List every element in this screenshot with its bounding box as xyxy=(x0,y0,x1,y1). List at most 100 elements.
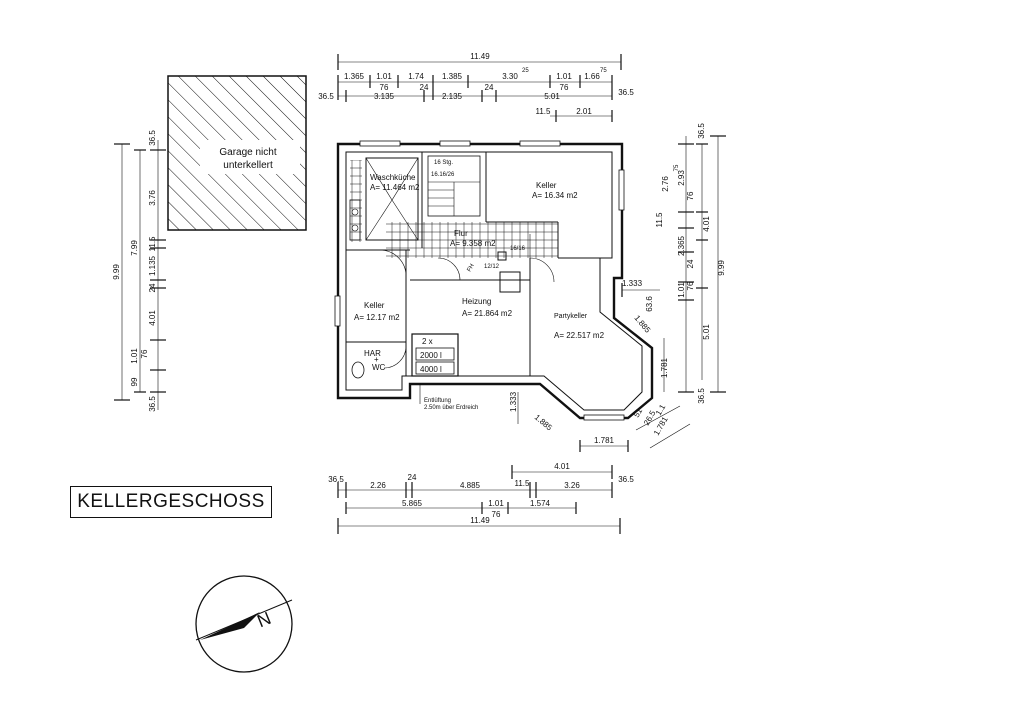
stairs-ratio: 16.16/26 xyxy=(431,172,455,178)
room-partykeller-area: A= 22.517 m2 xyxy=(554,331,605,340)
dim-bay-1: 1.885 xyxy=(632,314,652,336)
dim-bottom-r2-3: 4.885 xyxy=(460,481,481,490)
dim-top-r2-4: 3.30 xyxy=(502,72,518,81)
shaft-label-2: 12/12 xyxy=(484,264,500,270)
north-arrow-head-icon xyxy=(200,612,260,640)
tank-1: 2000 l xyxy=(420,351,442,360)
room-flur-area: A= 9.358 m2 xyxy=(450,239,496,248)
stairs xyxy=(427,155,481,217)
dim-left-in-3: 1.135 xyxy=(148,255,157,276)
garage-label-line1: Garage nicht xyxy=(219,147,276,158)
dim-left-in-0: 36.5 xyxy=(148,130,157,146)
dim-left-in-1: 3.76 xyxy=(148,190,157,206)
room-keller-top-name: Keller xyxy=(536,181,557,190)
dim-right-in-4: 2.365 xyxy=(677,235,686,256)
dim-right-in-0: 36.5 xyxy=(697,123,706,139)
garage-area: Garage nicht unterkellert xyxy=(167,75,307,231)
dim-right-mid-1: 75 xyxy=(674,164,680,171)
room-heizung-name: Heizung xyxy=(462,297,491,306)
dim-top-r3-5: 5.01 xyxy=(544,92,560,101)
dim-top-r2-1: 1.01 xyxy=(376,72,392,81)
dim-bay-3: 1.885 xyxy=(533,413,555,433)
dim-right-in-9: 1.781 xyxy=(660,357,669,378)
room-partykeller-name: Partykeller xyxy=(554,313,588,320)
dim-bottom-sub-0: 76 xyxy=(492,510,501,519)
dim-right-mid-3: 5.01 xyxy=(702,324,711,340)
dim-bottom-r2-0: 36.5 xyxy=(328,475,344,484)
tank-2: 4000 l xyxy=(420,365,442,374)
dim-right-mid-0: 2.93 xyxy=(677,170,686,186)
vent-note-1: Entlüftung xyxy=(424,398,451,404)
dim-top-sub-1: 76 xyxy=(560,83,569,92)
dim-top-r2-2: 1.74 xyxy=(408,72,424,81)
dim-bottom-r3-1: 1.01 xyxy=(488,499,504,508)
room-heizung-area: A= 21.864 m2 xyxy=(462,309,513,318)
shaft-label-1: 16/16 xyxy=(510,246,526,252)
dim-right-mid-2: 4.01 xyxy=(702,216,711,232)
room-har-plus: + xyxy=(374,355,379,364)
room-keller-left-area: A= 12.17 m2 xyxy=(354,313,400,322)
room-keller-top-area: A= 16.34 m2 xyxy=(532,191,578,200)
dim-bottom-r1-0: 4.01 xyxy=(554,462,570,471)
room-har-name: HAR xyxy=(364,349,381,358)
dim-right-in-2: 11.5 xyxy=(655,212,664,228)
dimensions-right: 9.99 2.93 75 4.01 5.01 36.5 2.76 11.5 76… xyxy=(645,123,726,404)
dim-left-outer: 9.99 xyxy=(112,264,121,280)
dim-right-outer: 9.99 xyxy=(717,260,726,276)
dim-top-r3-2: 24 xyxy=(420,83,429,92)
dim-bottom-r2-4: 11.5 xyxy=(515,479,531,488)
dim-left-in-2: 11.5 xyxy=(148,236,157,252)
dim-bottom-r3-0: 5.865 xyxy=(402,499,423,508)
dim-top-r3-3: 2.135 xyxy=(442,92,463,101)
room-flur-name: Flur xyxy=(454,229,468,238)
dim-top-r4-1: 2.01 xyxy=(576,107,592,116)
dim-bay-8: 1.1 xyxy=(654,402,668,417)
dim-top-r2-3: 1.385 xyxy=(442,72,463,81)
dim-left-mid: 7.99 xyxy=(130,240,139,256)
dim-top-r4-0: 11.5 xyxy=(536,107,552,116)
dim-bay-4: 1.781 xyxy=(594,436,615,445)
vent-note-2: 2.50m über Erdreich xyxy=(424,405,478,411)
compass-circle xyxy=(195,575,293,673)
dim-left-in-5: 4.01 xyxy=(148,310,157,326)
dim-left-in-6: 76 xyxy=(140,349,149,358)
dimensions-top: 11.49 1.365 1.01 1.74 1.385 3.30 25 1.01… xyxy=(318,52,634,122)
dim-top-r3-4: 24 xyxy=(485,83,494,92)
dim-left-in-9: 36.5 xyxy=(148,396,157,412)
dim-top-r3-0: 36.5 xyxy=(318,92,334,101)
dim-top-sub-0: 76 xyxy=(380,83,389,92)
building-walls xyxy=(334,140,654,421)
dim-right-in-6: 1.01 xyxy=(677,282,686,298)
garage-label-line2: unterkellert xyxy=(223,160,273,171)
dim-bottom-r2-5: 3.26 xyxy=(564,481,580,490)
dim-bottom-r2-1: 2.26 xyxy=(370,481,386,490)
dim-bottom-total: 11.49 xyxy=(470,516,490,525)
dim-top-r2-0: 1.365 xyxy=(344,72,365,81)
dimensions-left: 9.99 7.99 36.5 3.76 11.5 1.135 24 4.01 7… xyxy=(112,130,166,412)
dim-bay-0: 1.333 xyxy=(622,279,643,288)
dim-top-r3-6: 36.5 xyxy=(618,88,634,97)
room-keller-left-name: Keller xyxy=(364,301,385,310)
dim-left-in-8: 99 xyxy=(130,377,139,386)
dim-top-total: 11.49 xyxy=(470,52,490,61)
dim-bottom-r3-2: 1.574 xyxy=(530,499,551,508)
dim-top-r2-8: 75 xyxy=(600,68,607,74)
dim-right-in-7: 76 xyxy=(686,281,695,290)
room-labels: Waschküche A= 11.464 m2 Flur A= 9.358 m2… xyxy=(354,160,605,411)
dim-right-in-8: 63.6 xyxy=(645,296,654,312)
dim-bay-2: 1.333 xyxy=(509,391,518,412)
dim-right-in-3: 76 xyxy=(686,191,695,200)
dim-bottom-r2-2: 24 xyxy=(408,473,417,482)
fh-label: FH xyxy=(467,263,476,273)
dim-right-in-10: 36.5 xyxy=(697,388,706,404)
dim-right-in-1: 2.76 xyxy=(661,176,670,192)
dim-top-r3-1: 3.135 xyxy=(374,92,395,101)
dim-left-in-4: 24 xyxy=(148,283,157,292)
room-waschkueche-area: A= 11.464 m2 xyxy=(370,183,420,192)
dim-bottom-r2-6: 36.5 xyxy=(618,475,634,484)
north-label: N xyxy=(254,608,274,631)
drawing-title: KELLERGESCHOSS xyxy=(70,486,272,518)
dimensions-bottom: 4.01 36.5 2.26 24 4.885 11.5 3.26 36.5 5… xyxy=(328,462,634,534)
dim-top-r2-7: 1.66 xyxy=(584,72,600,81)
room-wc-name: WC xyxy=(372,363,386,372)
